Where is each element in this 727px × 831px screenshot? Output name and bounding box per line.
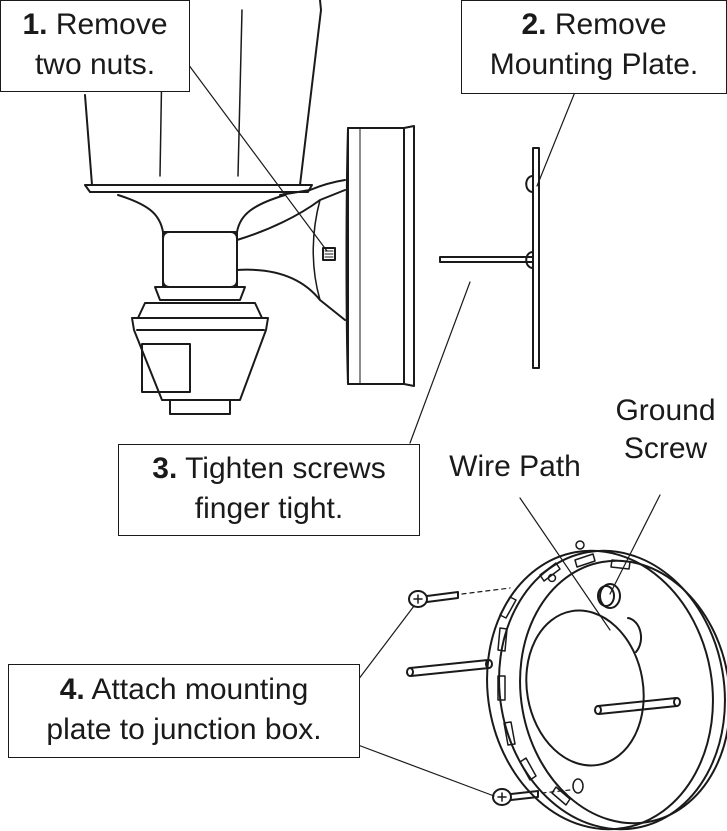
- step2-line2: Mounting Plate.: [489, 48, 699, 81]
- step3-callout: 3. Tighten screws finger tight.: [118, 444, 420, 536]
- junction-plate: [486, 540, 727, 831]
- ground-screw-line2: Screw: [623, 432, 708, 465]
- step2-callout: 2. Remove Mounting Plate.: [461, 0, 727, 94]
- wire-path-text: Wire Path: [449, 450, 581, 483]
- step4-line2: plate to junction box.: [46, 713, 322, 746]
- step3-line2: finger tight.: [194, 492, 344, 525]
- ground-screw-label: Ground Screw: [604, 392, 727, 468]
- step2-line1: Remove: [554, 8, 667, 41]
- step3-line1: Tighten screws: [185, 452, 386, 485]
- step1-number: 1.: [22, 8, 48, 41]
- step1-callout: 1. Remove two nuts.: [0, 0, 190, 92]
- step4-callout: 4. Attach mounting plate to junction box…: [8, 664, 360, 758]
- leader-lines: [187, 63, 661, 797]
- step4-number: 4.: [59, 673, 85, 706]
- step2-number: 2.: [521, 8, 547, 41]
- ground-screw-line1: Ground: [615, 394, 716, 427]
- lantern-fixture: [84, 0, 415, 415]
- step4-line1: Attach mounting: [91, 673, 309, 706]
- junction-screws: [406, 587, 681, 806]
- step1-line2: two nuts.: [34, 48, 156, 81]
- mounting-plate-side: [439, 147, 540, 369]
- step1-line1: Remove: [55, 8, 168, 41]
- step3-number: 3.: [152, 452, 178, 485]
- wire-path-label: Wire Path: [432, 448, 598, 486]
